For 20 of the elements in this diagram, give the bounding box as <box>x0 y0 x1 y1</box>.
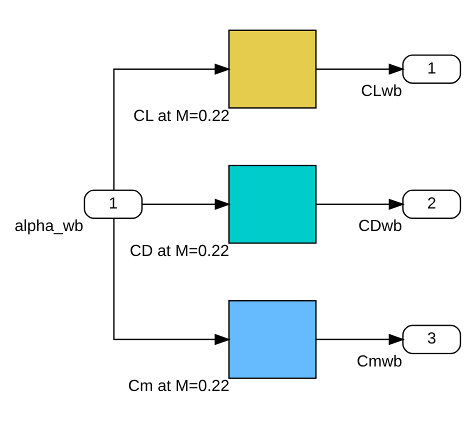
arrow <box>316 198 405 210</box>
arrow <box>113 218 231 346</box>
node-box: 1 <box>84 190 143 220</box>
node-box: 1 <box>402 54 462 84</box>
arrow <box>316 64 405 75</box>
arrow <box>316 334 405 346</box>
node-label: CDwb <box>358 217 402 236</box>
node-box <box>228 30 317 109</box>
arrow <box>113 64 231 190</box>
node-box <box>228 164 317 244</box>
node-label: alpha_wb <box>14 217 84 236</box>
node-label: Cm at M=0.22 <box>128 377 230 396</box>
node-box: 3 <box>402 324 462 354</box>
node-box <box>228 300 317 379</box>
arrow <box>142 198 231 210</box>
node-box: 2 <box>402 190 462 220</box>
node-label: CLwb <box>360 82 402 100</box>
node-label: CL at M=0.22 <box>133 106 230 125</box>
node-label: Cmwb <box>356 352 402 370</box>
node-label: CD at M=0.22 <box>130 242 230 260</box>
